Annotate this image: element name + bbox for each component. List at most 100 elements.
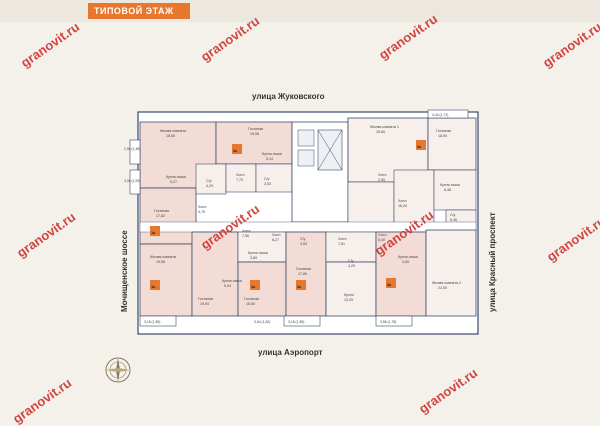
room-area: 4,20 [348,264,355,268]
room-area: 18,90 [438,134,447,138]
room-name: Гостиная [154,209,169,213]
balcony [375,315,413,327]
room-area: 19,08 [250,132,259,136]
balcony [129,169,141,195]
room-block [215,121,293,165]
room-area: 6,27 [272,238,279,242]
unit-rooms: 2к [417,144,421,149]
room-area: 7,61 [338,242,345,246]
room-block [237,261,287,317]
room-labels: Жилая комната 18,50 Гостиная 19,08 Кухня… [150,125,461,306]
room-name: Жилая комната 1 [370,125,399,129]
page-title: ТИПОВОЙ ЭТАЖ [88,3,190,19]
unit-rooms: 2к [233,148,237,153]
unit-badge [150,226,160,236]
room-name: Гостиная [244,297,259,301]
room-area: 13,29 [344,298,353,302]
room-area: 3,53 [300,242,307,246]
room-area: 16,50 [246,302,255,306]
room-name: Жилая комната 2 [432,281,461,285]
room-name: Жилая комната [150,255,176,259]
room-area: 17,89 [298,272,307,276]
room-name: Кухня-ниша [222,279,242,283]
room-block [427,117,477,171]
room-area: 18,50 [166,134,175,138]
floor-plan: 2к 1к 3к 2к 1к 1к 2к Жилая комната 18,50… [105,109,479,383]
street-bottom: улица Аэропорт [258,348,323,357]
room-name: Гостиная [436,129,451,133]
unit-markers: 2к 1к 3к 2к 1к 1к 2к [150,140,426,290]
room-name: Холл [236,173,244,177]
unit-badge [232,144,242,154]
room-area: 4,75 [198,210,205,214]
room-area: 16,20 [398,204,407,208]
balcony-area: 3,64 (1,82) [254,320,270,324]
room-name: Холл [378,173,386,177]
room-name: Гостиная [198,297,213,301]
room-name: Холл [338,237,346,241]
room-area: 7,70 [236,178,243,182]
room-area: 3,69 [250,256,257,260]
room-name: Холл [242,229,250,233]
elevator [297,149,315,167]
balcony [283,315,321,327]
room-name: Холл [398,199,406,203]
balcony-area: 3,18 (1,55) [288,320,304,324]
unit-rooms: 1к [151,284,155,289]
street-left: Мочищенское шоссе [120,230,129,312]
room-name: Кухня-ниша [398,255,418,259]
room-name: Гостиная [248,127,263,131]
room-area: 5,27 [170,180,177,184]
compass-icon [105,357,131,383]
balcony-area: 3,18 (1,55) [144,320,160,324]
street-top: улица Жуковского [252,92,325,101]
room-block [433,169,477,211]
room-area: 6,48 [444,188,451,192]
room-name: Холл [272,233,280,237]
room-area: 4,29 [206,184,213,188]
unit-badge [386,278,396,288]
room-name: Жилая комната [160,129,186,133]
room-block [325,231,377,263]
room-name: Кухня-ниша [248,251,268,255]
room-name: Холл [198,205,206,209]
room-name: Кухня-ниша [440,183,460,187]
room-block [255,163,293,193]
room-area: 5,40 [378,238,385,242]
room-block [393,169,435,233]
room-area: 7,56 [242,234,249,238]
room-block [325,261,377,317]
balcony-area: 3,44 (1,72) [432,113,448,117]
unit-badge [296,280,306,290]
room-area: 22,00 [438,286,447,290]
street-right: улица Красный проспект [488,212,497,312]
room-name: С/у [300,237,306,241]
unit-rooms: 1к [251,284,255,289]
balcony [139,315,177,327]
room-name: С/у [450,213,456,217]
room-area: 19,56 [156,260,165,264]
balcony-labels: 2,96 (1,48) 3,06 (1,53) 3,44 (1,72) 3,18… [124,113,448,324]
room-block [425,229,477,317]
balcony-area: 3,06 (1,53) [124,179,140,183]
room-name: Гостиная [296,267,311,271]
room-area: 19,93 [200,302,209,306]
room-name: С/у [206,179,212,183]
room-name: Кухня [344,293,354,297]
room-area: 6,46 [450,218,457,222]
room-block [237,231,287,263]
balcony [427,109,469,119]
unit-rooms: 3к [387,282,391,287]
unit-badge [250,280,260,290]
room-name: С/у [264,177,270,181]
room-area: 19,60 [376,130,385,134]
balcony-area: 2,96 (1,48) [124,147,140,151]
room-name: Кухня-ниша [166,175,186,179]
balcony-area: 3,56 (1,78) [380,320,396,324]
room-area: 17,82 [156,214,165,218]
room-area: 2,90 [378,178,385,182]
room-block [139,187,197,245]
room-name: Холл [378,233,386,237]
room-name: С/у [348,259,354,263]
